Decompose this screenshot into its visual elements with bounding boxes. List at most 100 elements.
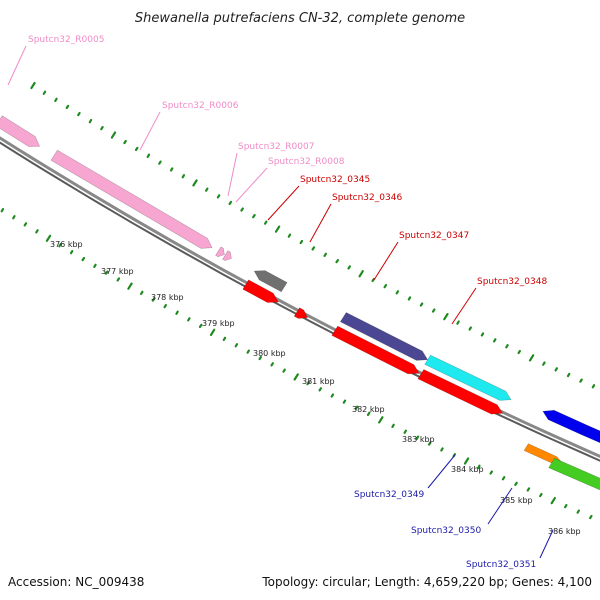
gc-mark — [366, 411, 371, 416]
kbp-label: 378 kbp — [151, 293, 184, 302]
gc-mark — [383, 284, 388, 289]
gene-labels: Sputcn32_R0005Sputcn32_R0006Sputcn32_R00… — [7, 35, 554, 570]
gc-mark — [591, 384, 596, 389]
gc-mark — [354, 405, 359, 410]
gc-mark — [431, 308, 436, 313]
red-gene-arrow — [417, 369, 504, 415]
gc-mark — [69, 250, 74, 255]
gene-label: Sputcn32_R0008 — [268, 157, 345, 167]
kbp-label: 386 kbp — [548, 527, 581, 536]
gc-mark — [158, 160, 162, 165]
gene-label: Sputcn32_0346 — [332, 193, 402, 203]
gc-mark — [403, 429, 407, 434]
gc-mark — [517, 349, 522, 355]
genome-backbone — [0, 136, 600, 462]
gc-mark — [480, 332, 485, 337]
gc-mark — [391, 423, 395, 428]
rna-gene-arrow — [50, 149, 213, 249]
gene-features — [0, 115, 600, 491]
gc-mark — [342, 399, 347, 404]
map-title: Shewanella putrefaciens CN-32, complete … — [135, 11, 465, 26]
gene-leader-line — [373, 241, 399, 281]
gc-content-dots — [0, 81, 596, 520]
gc-mark — [576, 509, 581, 514]
gc-mark — [134, 146, 139, 152]
gene-label: Sputcn32_0349 — [354, 490, 424, 500]
gc-mark — [93, 263, 97, 268]
blue-gene-arrow — [580, 424, 600, 444]
gc-mark — [293, 373, 299, 381]
gc-mark — [181, 174, 186, 179]
gene-leader-line — [235, 167, 268, 203]
summary-text: Topology: circular; Length: 4,659,220 bp… — [261, 575, 592, 589]
gene-label: Sputcn32_0348 — [477, 277, 547, 287]
gc-mark — [35, 229, 39, 234]
gc-mark — [58, 243, 62, 248]
gc-mark — [88, 118, 93, 124]
gc-mark — [234, 343, 239, 348]
gc-mark — [299, 239, 304, 245]
kbp-label: 380 kbp — [253, 349, 286, 358]
backbone-line — [0, 136, 600, 458]
accession-text: Accession: NC_009438 — [8, 575, 144, 589]
gc-mark — [415, 435, 420, 440]
gc-mark — [287, 233, 292, 238]
rna-gene-arrow — [222, 250, 232, 261]
gc-mark — [54, 97, 58, 103]
gene-label: Sputcn32_0345 — [300, 175, 370, 185]
gc-mark — [566, 372, 571, 378]
gc-mark — [318, 387, 322, 392]
gene-label: Sputcn32_R0005 — [28, 35, 104, 45]
gc-mark — [440, 447, 444, 452]
gc-mark — [526, 487, 531, 492]
gc-mark — [198, 323, 203, 328]
gc-mark — [489, 470, 493, 475]
gc-mark — [528, 354, 535, 362]
gc-mark — [493, 338, 497, 343]
gc-mark — [550, 497, 557, 505]
purple-gene-arrow — [339, 312, 429, 361]
gene-label: Sputcn32_R0006 — [162, 101, 239, 111]
gene-leader-line — [427, 454, 456, 489]
gene-leader-line — [267, 185, 300, 221]
gc-mark — [258, 355, 262, 361]
gc-mark — [563, 504, 568, 509]
kbp-label: 383 kbp — [402, 435, 435, 444]
gc-mark — [514, 481, 518, 486]
gc-mark — [12, 215, 16, 220]
kbp-label: 379 kbp — [202, 319, 235, 328]
gene-label: Sputcn32_0351 — [466, 560, 536, 570]
gc-mark — [395, 290, 400, 295]
gc-mark — [216, 194, 221, 199]
gc-mark — [81, 256, 86, 262]
gc-mark — [579, 378, 583, 383]
gene-leader-line — [309, 203, 332, 243]
gene-leader-line — [7, 45, 27, 86]
gc-mark — [146, 153, 151, 158]
rna-gene-arrow — [0, 115, 41, 147]
gc-mark — [252, 214, 256, 219]
green-gene-arrow — [548, 457, 600, 491]
gc-mark — [246, 349, 250, 354]
gene-leader-line — [539, 529, 554, 559]
gc-mark — [209, 328, 216, 336]
gc-mark — [501, 476, 506, 481]
gc-mark — [427, 441, 432, 446]
gc-mark — [175, 310, 179, 315]
kbp-label: 377 kbp — [101, 267, 134, 276]
gc-mark — [205, 187, 209, 192]
gc-mark — [463, 457, 470, 465]
gc-mark — [371, 277, 375, 283]
cyan-gene-arrow — [424, 354, 512, 401]
gc-mark — [192, 179, 198, 187]
gc-mark — [104, 270, 109, 275]
gc-mark — [477, 464, 481, 469]
gc-mark — [358, 270, 364, 278]
kbp-label: 384 kbp — [451, 465, 484, 474]
kbp-label: 381 kbp — [302, 377, 335, 386]
red-gene-arrow — [242, 279, 279, 303]
gc-mark — [65, 104, 70, 110]
gc-mark — [311, 246, 316, 251]
gc-mark — [140, 290, 144, 295]
kbp-label: 385 kbp — [500, 496, 533, 505]
